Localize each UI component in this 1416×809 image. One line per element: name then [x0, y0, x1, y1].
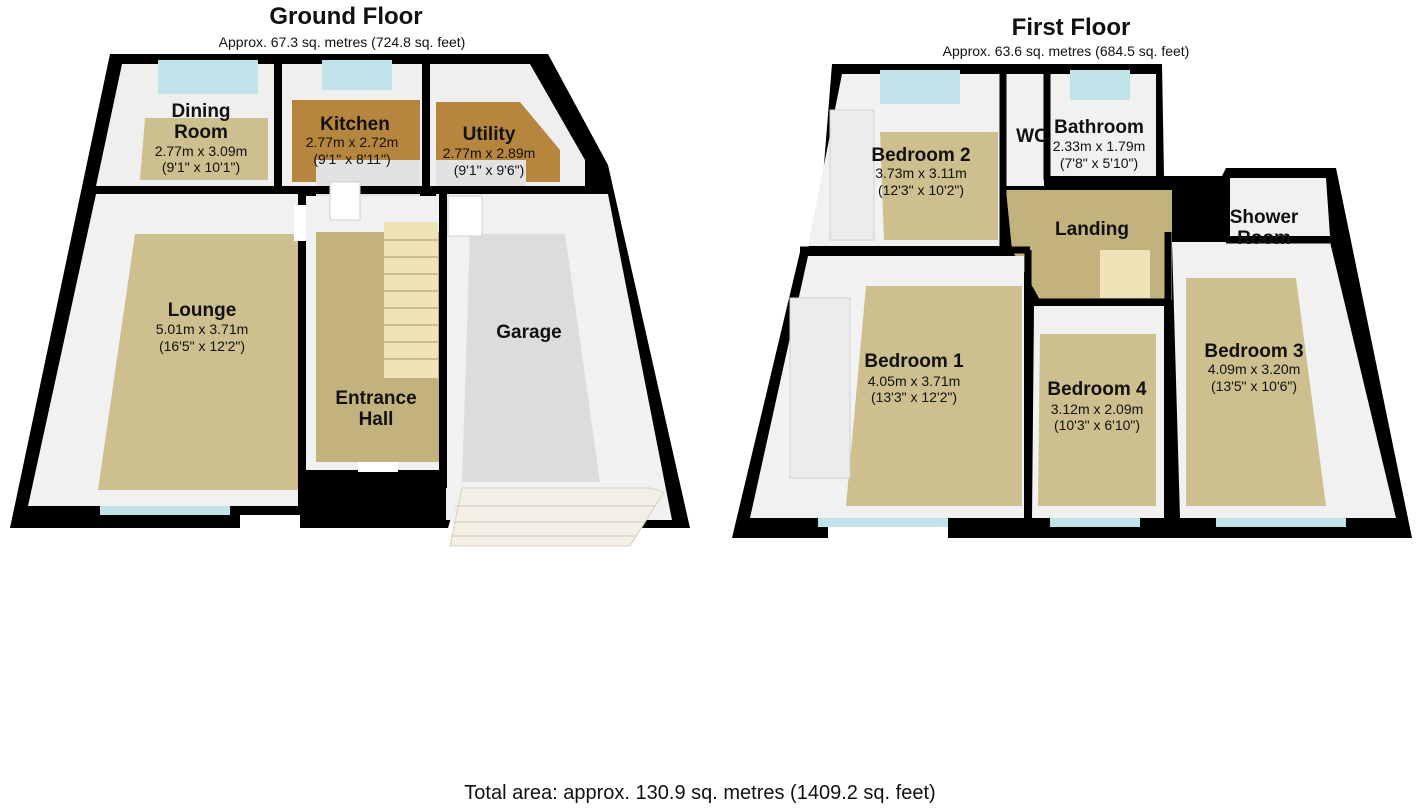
- ground-floor-area: Approx. 67.3 sq. metres (724.8 sq. feet): [218, 34, 466, 50]
- staircase: [384, 222, 438, 378]
- garage-door: [449, 487, 665, 547]
- lounge-floor: [98, 234, 298, 490]
- bathroom-metric: 2.33m x 1.79m: [1052, 138, 1146, 154]
- shower-room-wall-face: [1230, 178, 1330, 236]
- kitchen-metric: 2.77m x 2.72m: [305, 134, 399, 150]
- bedroom-1-window: [818, 518, 948, 527]
- shower-room-label-1: Shower: [1229, 207, 1299, 228]
- bedroom-4-window: [1050, 518, 1140, 527]
- first-floor-plan: [732, 64, 1412, 538]
- dining-room-metric: 2.77m x 3.09m: [154, 143, 248, 159]
- bedroom-4-imperial: (10'3" x 6'10"): [1053, 417, 1141, 433]
- lounge-label: Lounge: [167, 300, 237, 321]
- dining-room-window: [158, 60, 258, 94]
- utility-metric: 2.77m x 2.89m: [442, 145, 536, 161]
- entrance-hall-front-door: [358, 462, 398, 472]
- stair-treads: [384, 239, 438, 360]
- garage-label: Garage: [496, 322, 562, 343]
- garage-door-panels: [451, 505, 655, 537]
- bedroom-2-imperial: (12'3" x 10'2"): [877, 182, 965, 198]
- landing-stair-opening: [1100, 250, 1150, 298]
- bedroom-1-wardrobe: [789, 297, 851, 479]
- wc-wall-face: [1006, 74, 1044, 186]
- bedroom-2-label: Bedroom 2: [871, 145, 971, 166]
- kitchen-window: [322, 60, 392, 90]
- bathroom-imperial: (7'8" x 5'10"): [1059, 155, 1139, 171]
- bedroom-1-floor: [846, 286, 1022, 506]
- entrance-hall-label-1: Entrance: [335, 388, 417, 409]
- dining-room-floor: [140, 118, 268, 180]
- bathroom-window: [1070, 70, 1130, 100]
- ground-floor-title: Ground Floor: [269, 3, 423, 30]
- garage-internal-door: [447, 195, 483, 237]
- lounge-window: [100, 506, 230, 515]
- bedroom-4-label: Bedroom 4: [1047, 379, 1147, 400]
- bedroom-2-window: [880, 70, 960, 104]
- bedroom-1-imperial: (13'3" x 12'2"): [870, 389, 958, 405]
- bedroom-2-floor: [880, 132, 998, 240]
- first-floor-area: Approx. 63.6 sq. metres (684.5 sq. feet): [942, 43, 1190, 59]
- bedroom-2-wardrobe: [829, 109, 875, 241]
- landing-label: Landing: [1055, 219, 1129, 240]
- bedroom-4-metric: 3.12m x 2.09m: [1050, 401, 1144, 417]
- dining-room-imperial: (9'1" x 10'1"): [161, 159, 241, 175]
- kitchen-imperial: (9'1" x 8'11"): [313, 151, 391, 167]
- bedroom-1-metric: 4.05m x 3.71m: [867, 373, 961, 389]
- shower-room-label-2: Room: [1237, 228, 1291, 249]
- bedroom-4-floor: [1038, 334, 1156, 506]
- dining-room-label-2: Room: [174, 122, 228, 143]
- bedroom-3-floor: [1186, 278, 1326, 506]
- bedroom-1-label: Bedroom 1: [864, 351, 964, 372]
- utility-imperial: (9'1" x 9'6"): [453, 162, 525, 178]
- dining-room-label-1: Dining: [171, 101, 231, 122]
- wc-label: WC: [1016, 126, 1048, 147]
- garage-floor: [462, 234, 600, 482]
- bedroom-3-metric: 4.09m x 3.20m: [1207, 361, 1301, 377]
- total-area: Total area: approx. 130.9 sq. metres (14…: [464, 782, 936, 804]
- entrance-hall-label-2: Hall: [358, 409, 394, 430]
- bedroom-3-imperial: (13'5" x 10'6"): [1210, 378, 1298, 394]
- lounge-door: [294, 205, 306, 241]
- lounge-imperial: (16'5" x 12'2"): [158, 338, 246, 354]
- kitchen-label: Kitchen: [320, 114, 390, 135]
- first-floor-title: First Floor: [1011, 14, 1131, 41]
- kitchen-door: [329, 181, 361, 221]
- bedroom-2-metric: 3.73m x 3.11m: [875, 165, 967, 181]
- ground-floor-plan: [10, 54, 690, 547]
- bedroom-3-label: Bedroom 3: [1204, 341, 1304, 362]
- first-floor-interior-walls: [800, 68, 1330, 530]
- bathroom-label: Bathroom: [1054, 117, 1144, 138]
- utility-label: Utility: [462, 124, 516, 145]
- lounge-metric: 5.01m x 3.71m: [155, 321, 249, 337]
- bedroom-3-window: [1216, 518, 1346, 527]
